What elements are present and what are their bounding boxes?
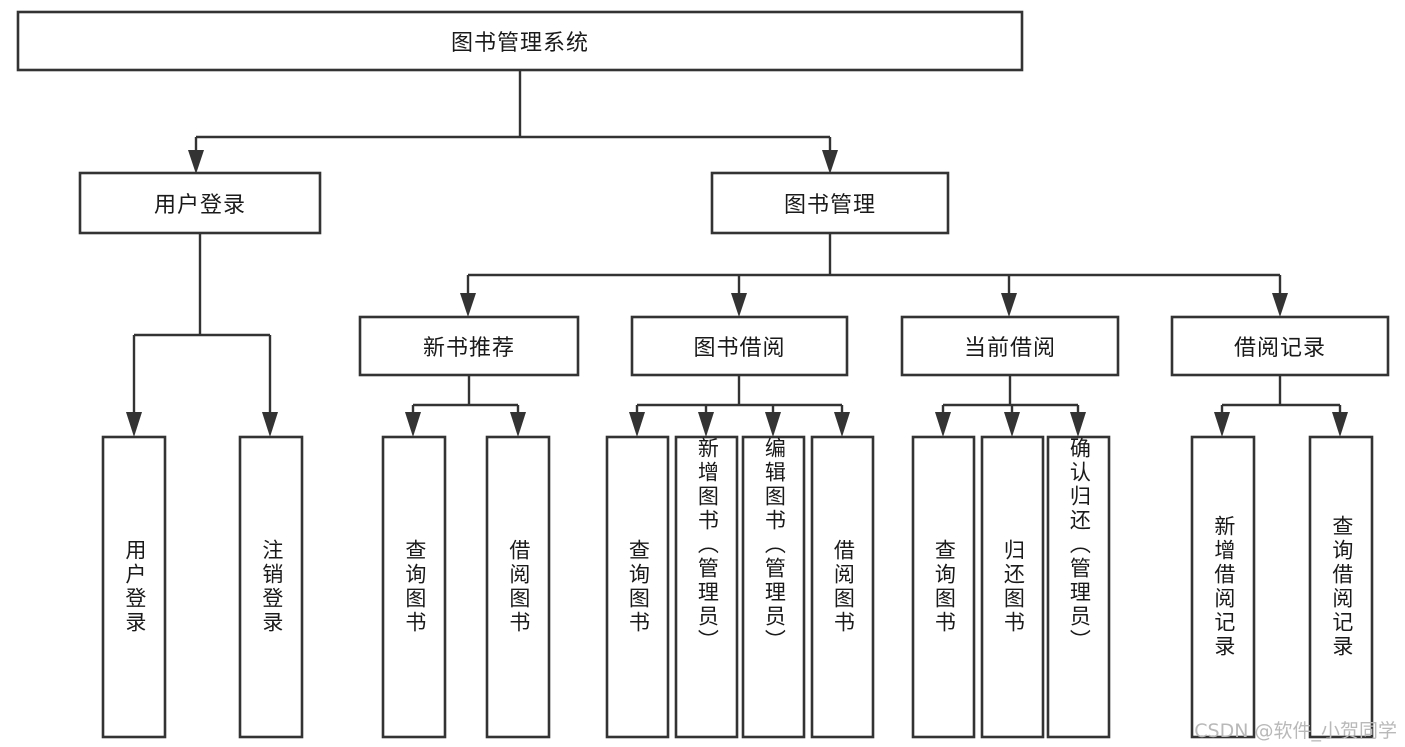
- leaf-box-nbr-2[interactable]: [485, 435, 551, 739]
- leaf-box-bb-4[interactable]: [810, 435, 875, 739]
- arrow-bb-leaf-2: [698, 412, 714, 437]
- leaf-box-cb-3[interactable]: [1046, 435, 1111, 739]
- leaf-box-bb-1[interactable]: [605, 435, 670, 739]
- arrow-bb-leaf-4: [834, 412, 850, 437]
- leaf-box-cb-2[interactable]: [980, 435, 1045, 739]
- arrow-user-login-leaf-1: [126, 412, 142, 437]
- arrow-bb-leaf-3: [765, 412, 781, 437]
- arrow-nbr-leaf-2: [510, 412, 526, 437]
- arrow-to-new-book-recommend: [460, 293, 476, 317]
- arrow-br-leaf-2: [1332, 412, 1348, 437]
- leaf-box-br-2[interactable]: [1308, 435, 1374, 739]
- arrow-cb-leaf-1: [935, 412, 951, 437]
- leaf-box-bb-2[interactable]: [674, 435, 739, 739]
- node-user-login-box[interactable]: [78, 171, 322, 235]
- leaf-box-cb-1[interactable]: [911, 435, 976, 739]
- node-book-manage-box[interactable]: [710, 171, 950, 235]
- arrow-to-book-manage: [822, 150, 838, 174]
- arrow-to-borrow-record: [1272, 293, 1288, 317]
- leaf-box-nbr-1[interactable]: [381, 435, 447, 739]
- arrow-cb-leaf-2: [1004, 412, 1020, 437]
- node-current-borrow-box[interactable]: [900, 315, 1120, 377]
- arrow-to-user-login: [188, 150, 204, 174]
- arrow-cb-leaf-3: [1070, 412, 1086, 437]
- node-book-borrow-box[interactable]: [630, 315, 849, 377]
- arrow-bb-leaf-1: [629, 412, 645, 437]
- leaf-box-br-1[interactable]: [1190, 435, 1256, 739]
- node-root-box[interactable]: [16, 10, 1024, 72]
- arrow-to-book-borrow: [731, 293, 747, 317]
- node-new-book-recommend-box[interactable]: [358, 315, 580, 377]
- leaf-box-user-login-2[interactable]: [238, 435, 304, 739]
- leaf-box-user-login-1[interactable]: [101, 435, 167, 739]
- arrow-user-login-leaf-2: [262, 412, 278, 437]
- arrow-to-current-borrow: [1001, 293, 1017, 317]
- leaf-box-bb-3[interactable]: [741, 435, 806, 739]
- arrow-br-leaf-1: [1214, 412, 1230, 437]
- arrow-nbr-leaf-1: [405, 412, 421, 437]
- node-borrow-record-box[interactable]: [1170, 315, 1390, 377]
